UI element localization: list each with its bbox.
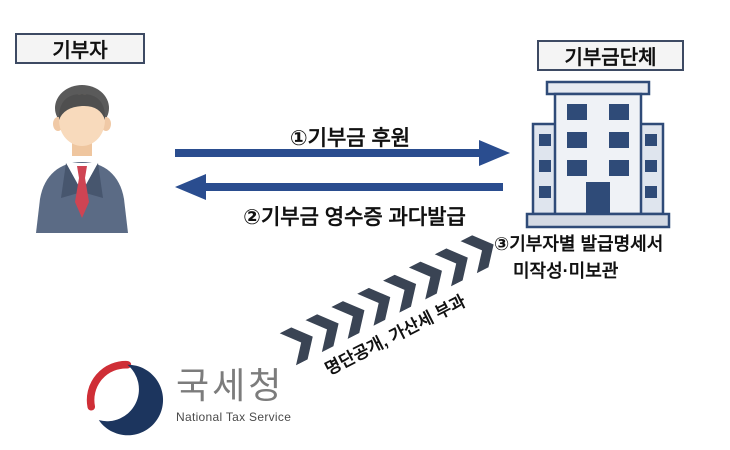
org-label: 기부금단체 (564, 47, 657, 69)
donor-label: 기부자 (52, 40, 108, 62)
nts-logo-navy-swirl (98, 364, 164, 436)
donor-person-icon (36, 85, 128, 233)
receipt-flow-label: ②기부금 영수증 과다발급 (243, 206, 466, 229)
donor-label-box: 기부자 (15, 33, 145, 64)
building-windows (539, 104, 657, 214)
flow-arrows (175, 140, 510, 200)
organization-building-icon (525, 80, 671, 229)
arrow-right-icon (175, 140, 510, 166)
nts-logo-icon (86, 360, 164, 436)
org-note: ③기부자별 발급명세서 미작성·미보관 (494, 231, 714, 285)
nts-logo-red-arc (86, 360, 132, 411)
arrow-left-icon (175, 174, 503, 200)
org-label-box: 기부금단체 (537, 40, 684, 71)
donate-flow-label: ①기부금 후원 (289, 127, 411, 150)
org-note-line2: 미작성·미보관 (513, 261, 619, 281)
nts-name-english: National Tax Service (176, 409, 292, 424)
nts-logo-text: 국세청 National Tax Service (176, 358, 291, 424)
nts-logo: 국세청 National Tax Service (82, 358, 291, 442)
sanction-chevron-arrows-icon (279, 235, 494, 366)
org-note-line1: ③기부자별 발급명세서 (494, 234, 664, 254)
nts-name-korean: 국세청 (176, 365, 285, 406)
